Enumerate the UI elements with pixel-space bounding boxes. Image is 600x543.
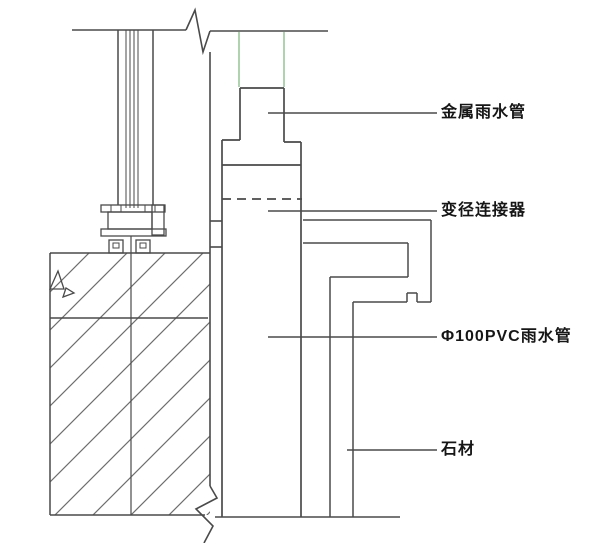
metal-rainwater-pipe xyxy=(222,87,301,143)
window-transom-profile xyxy=(100,204,167,254)
reducer-connector xyxy=(221,140,302,517)
label-metal-rainwater-pipe: 金属雨水管 xyxy=(441,104,527,121)
hatch-marker-triangles xyxy=(48,269,76,299)
glass-accent-lines xyxy=(238,32,285,87)
break-symbol-bottom xyxy=(194,485,219,543)
hatched-wall-section xyxy=(49,252,210,516)
break-symbol-top xyxy=(185,7,211,56)
top-slab-line xyxy=(72,7,328,56)
label-reducer-connector: 变径连接器 xyxy=(441,202,527,219)
stone-cladding-bracket xyxy=(303,219,432,517)
leader-lines xyxy=(268,112,437,451)
curtain-wall-mullion xyxy=(117,30,154,208)
label-pvc-rainwater-pipe: Φ100PVC雨水管 xyxy=(441,328,572,345)
label-stone: 石材 xyxy=(441,441,476,458)
wall-edge-line xyxy=(194,52,222,543)
